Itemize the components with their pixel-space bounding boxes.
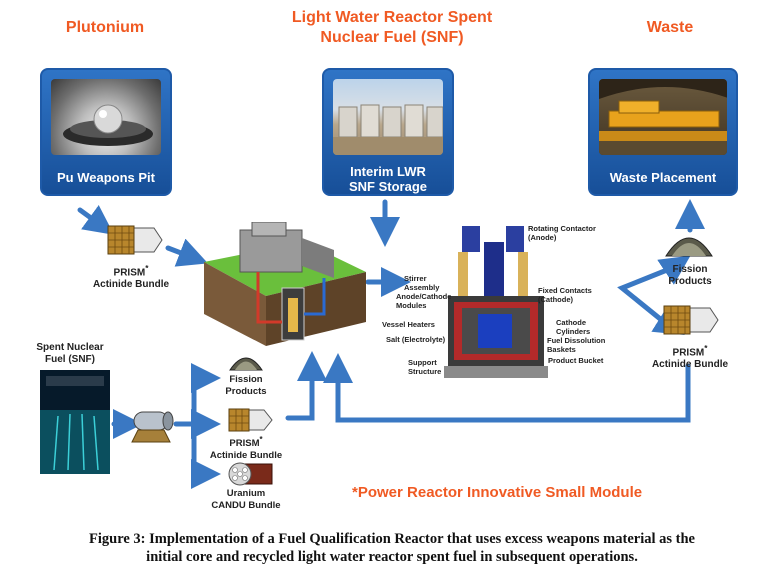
uranium-line2: CANDU Bundle xyxy=(211,500,281,511)
spent-fuel-pool-photo xyxy=(40,370,110,474)
figure-caption-line1: Figure 3: Implementation of a Fuel Quali… xyxy=(89,531,695,547)
fuel-dissolution-line1: Fuel Dissolution xyxy=(547,336,606,345)
interim-storage-label: Interim LWR SNF Storage xyxy=(324,164,452,194)
prism-bundle-left-label: PRISM* Actinide Bundle xyxy=(86,262,176,291)
cathode-cylinders-label: Cathode Cylinders xyxy=(556,318,590,336)
fission-products-bottom-label: Fission Products xyxy=(206,374,286,398)
pu-pit-photo xyxy=(51,79,161,155)
spent-fuel-label: Spent Nuclear Fuel (SNF) xyxy=(30,342,110,366)
fission-bottom-line1: Fission xyxy=(229,374,263,385)
spent-fuel-line1: Spent Nuclear xyxy=(36,342,104,353)
fixed-contacts-label: Fixed Contacts (Cathode) xyxy=(538,286,592,304)
cathode-cylinders-line1: Cathode xyxy=(556,318,586,327)
prism-right-line1: PRISM* xyxy=(672,343,708,359)
process-vessel-illustration xyxy=(444,226,548,378)
uranium-candu-label: Uranium CANDU Bundle xyxy=(196,488,296,512)
arrow-prism-to-reactor xyxy=(285,351,327,421)
plutonium-heading: Plutonium xyxy=(65,19,145,36)
figure-caption-line2: initial core and recycled light water re… xyxy=(146,549,638,565)
fixed-contacts-line1: Fixed Contacts xyxy=(538,286,592,295)
waste-placement-label: Waste Placement xyxy=(609,170,717,185)
fuel-dissolution-line2: Baskets xyxy=(547,345,576,354)
prism-bundle-bottom-label: PRISM* Actinide Bundle xyxy=(196,434,296,462)
salt-electrolyte-label: Salt (Electrolyte) xyxy=(386,335,446,344)
lwr-snf-heading-line1: Light Water Reactor Spent xyxy=(291,9,493,26)
rotating-contactor-line1: Rotating Contactor xyxy=(528,224,596,233)
prism-bottom-line1: PRISM* xyxy=(229,435,263,450)
prism-bundle-bottom-icon xyxy=(228,408,273,432)
prism-bundle-left-icon xyxy=(107,225,163,255)
stirrer-line2: Assembly xyxy=(404,283,440,292)
pu-weapons-pit-box: Pu Weapons Pit xyxy=(40,68,172,196)
pu-pit-illustration xyxy=(63,104,153,146)
vessel-heaters-label: Vessel Heaters xyxy=(382,320,435,329)
interim-storage-label-line1: Interim LWR xyxy=(350,164,426,179)
asterisk-marker: * xyxy=(704,343,708,353)
fission-right-line2: Products xyxy=(668,276,712,287)
lwr-snf-heading-line2: Nuclear Fuel (SNF) xyxy=(320,29,464,46)
anode-cathode-line2: Modules xyxy=(396,301,427,310)
fuel-dissolution-label: Fuel Dissolution Baskets xyxy=(547,336,605,354)
fission-products-right-label: Fission Products xyxy=(650,264,730,288)
asterisk-marker: * xyxy=(259,435,263,444)
fixed-contacts-line2: (Cathode) xyxy=(538,295,573,304)
arrow-recycle-loop xyxy=(323,353,691,423)
arrow-bundle-to-reactor xyxy=(165,238,209,267)
waste-machine-illustration xyxy=(599,79,727,155)
lwr-snf-heading: Light Water Reactor Spent Nuclear Fuel (… xyxy=(262,8,522,48)
fission-products-bottom-icon xyxy=(229,357,263,371)
anode-cathode-line1: Anode/Cathode xyxy=(396,292,452,301)
support-structure-label: Support Structure xyxy=(408,358,441,376)
stirrer-label: Stirrer Assembly xyxy=(404,274,439,292)
uranium-candu-icon xyxy=(228,462,273,486)
rotating-contactor-line2: (Anode) xyxy=(528,233,557,242)
spent-fuel-line2: Fuel (SNF) xyxy=(45,354,95,365)
pu-weapons-pit-label: Pu Weapons Pit xyxy=(57,170,155,185)
prism-right-line2: Actinide Bundle xyxy=(651,359,729,371)
support-structure-line1: Support xyxy=(408,358,437,367)
storage-casks-illustration xyxy=(333,104,443,155)
support-structure-line2: Structure xyxy=(408,367,442,376)
prism-bundle-right-label: PRISM* Actinide Bundle xyxy=(640,342,740,371)
uranium-line1: Uranium xyxy=(226,488,266,499)
fission-products-right-icon xyxy=(665,237,713,257)
prism-bottom-line2: Actinide Bundle xyxy=(209,450,283,462)
interim-storage-label-line2: SNF Storage xyxy=(348,179,427,194)
cathode-cylinders-line2: Cylinders xyxy=(556,327,591,336)
fission-right-line1: Fission xyxy=(672,264,708,275)
waste-placement-box: Waste Placement xyxy=(588,68,738,196)
prism-bundle-right-icon xyxy=(663,305,719,335)
interim-storage-box: Interim LWR SNF Storage xyxy=(322,68,454,196)
waste-heading: Waste xyxy=(646,19,694,36)
figure-caption: Figure 3: Implementation of a Fuel Quali… xyxy=(0,530,784,566)
stirrer-line1: Stirrer xyxy=(404,274,427,283)
arrow-pit-to-bundle xyxy=(77,205,115,235)
product-bucket-label: Product Bucket xyxy=(548,356,604,365)
reactor-illustration xyxy=(204,222,366,346)
asterisk-marker: * xyxy=(145,263,149,273)
interim-storage-photo xyxy=(333,79,443,155)
waste-placement-photo xyxy=(599,79,727,155)
prism-left-line2: Actinide Bundle xyxy=(92,279,170,291)
prism-left-line1: PRISM* xyxy=(113,263,149,279)
anode-cathode-label: Anode/Cathode Modules xyxy=(396,292,451,310)
chopper-icon xyxy=(131,411,174,443)
rotating-contactor-label: Rotating Contactor (Anode) xyxy=(528,224,596,242)
arrow-split-right xyxy=(617,265,675,325)
prism-footnote: *Power Reactor Innovative Small Module xyxy=(352,484,643,501)
fission-bottom-line2: Products xyxy=(225,386,267,397)
